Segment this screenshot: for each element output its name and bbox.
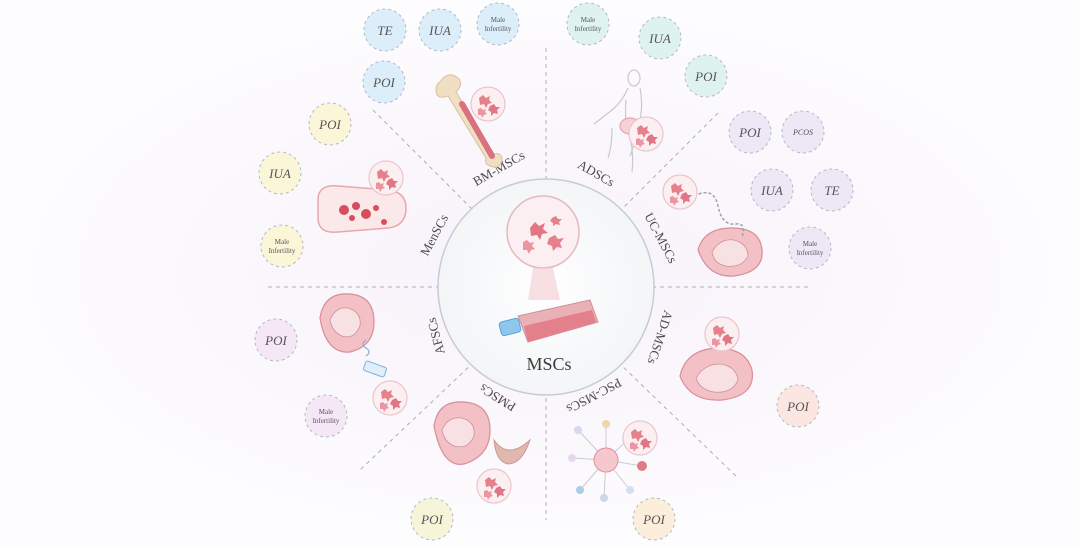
bubble-label: PCOS — [792, 128, 813, 137]
bubble-uc-pcos: PCOS — [781, 110, 825, 154]
uc-uterus-illustration — [662, 174, 763, 277]
bubble-circle — [476, 2, 520, 46]
bubble-men-iua: IUA — [258, 151, 302, 195]
bubble-label: Male — [275, 238, 289, 246]
bubble-circle — [750, 168, 794, 212]
bubble-ad-iua: IUA — [638, 16, 682, 60]
bubble-label: Infertility — [269, 247, 296, 255]
bubble-circle — [632, 497, 676, 541]
pm-illustration — [433, 401, 532, 504]
bubble-circle — [254, 318, 298, 362]
bubble-ad-poi: POI — [684, 54, 728, 98]
bubble-label: IUA — [648, 31, 671, 46]
bubble-circle — [410, 497, 454, 541]
bubble-label: POI — [372, 75, 395, 90]
bubble-label: POI — [318, 117, 341, 132]
af-illustration — [319, 293, 408, 416]
bubble-circle — [684, 54, 728, 98]
center-label: MSCs — [526, 354, 571, 374]
bone-illustration — [435, 74, 506, 168]
bubble-circle — [418, 8, 462, 52]
bubble-circle — [638, 16, 682, 60]
bubble-psc-poi: POI — [632, 497, 676, 541]
bubble-label: TE — [377, 23, 392, 38]
bubble-bm-poi: POI — [362, 60, 406, 104]
bubble-label: POI — [786, 399, 809, 414]
bubble-men-poi: POI — [308, 102, 352, 146]
bubble-circle — [304, 394, 348, 438]
bubble-label: IUA — [760, 183, 783, 198]
bubble-amd-poi: POI — [776, 384, 820, 428]
bubble-label: POI — [420, 512, 443, 527]
bubble-circle — [781, 110, 825, 154]
bubble-label: Male — [581, 16, 595, 24]
bubble-label: Male — [803, 240, 817, 248]
psc-illustration — [568, 420, 658, 502]
bubble-label: Infertility — [313, 417, 340, 425]
bubble-label: POI — [738, 125, 761, 140]
bubble-circle — [788, 226, 832, 270]
bubble-af-poi: POI — [254, 318, 298, 362]
bubble-uc-iua: IUA — [750, 168, 794, 212]
flask-icon — [498, 299, 599, 343]
bubble-bm-te: TE — [363, 8, 407, 52]
center-node: MSCs — [437, 178, 655, 396]
bubble-label: TE — [824, 183, 839, 198]
bubble-circle — [566, 2, 610, 46]
bubble-uc-poi: POI — [728, 110, 772, 154]
bubble-label: Infertility — [485, 25, 512, 33]
bubble-pm-poi: POI — [410, 497, 454, 541]
bubble-label: IUA — [428, 23, 451, 38]
bubble-label: IUA — [268, 166, 291, 181]
amd-uterus-illustration — [679, 316, 754, 401]
bubble-circle — [308, 102, 352, 146]
bubble-label: Infertility — [575, 25, 602, 33]
bubble-circle — [776, 384, 820, 428]
bubble-label: POI — [694, 69, 717, 84]
bubble-bm-iua: IUA — [418, 8, 462, 52]
bubble-circle — [728, 110, 772, 154]
ad-cells-magnifier — [628, 116, 664, 152]
bubble-circle — [362, 60, 406, 104]
separator-lines — [268, 48, 812, 520]
bubble-uc-te: TE — [810, 168, 854, 212]
bubble-circle — [258, 151, 302, 195]
bubble-label: POI — [642, 512, 665, 527]
bm-cells-magnifier — [470, 86, 506, 122]
bubble-label: Male — [319, 408, 333, 416]
bubble-circle — [363, 8, 407, 52]
pad-illustration — [317, 160, 407, 233]
bubble-circle — [810, 168, 854, 212]
bubble-circle — [260, 224, 304, 268]
bubble-label: Infertility — [797, 249, 824, 257]
bubble-label: Male — [491, 16, 505, 24]
bubble-label: POI — [264, 333, 287, 348]
